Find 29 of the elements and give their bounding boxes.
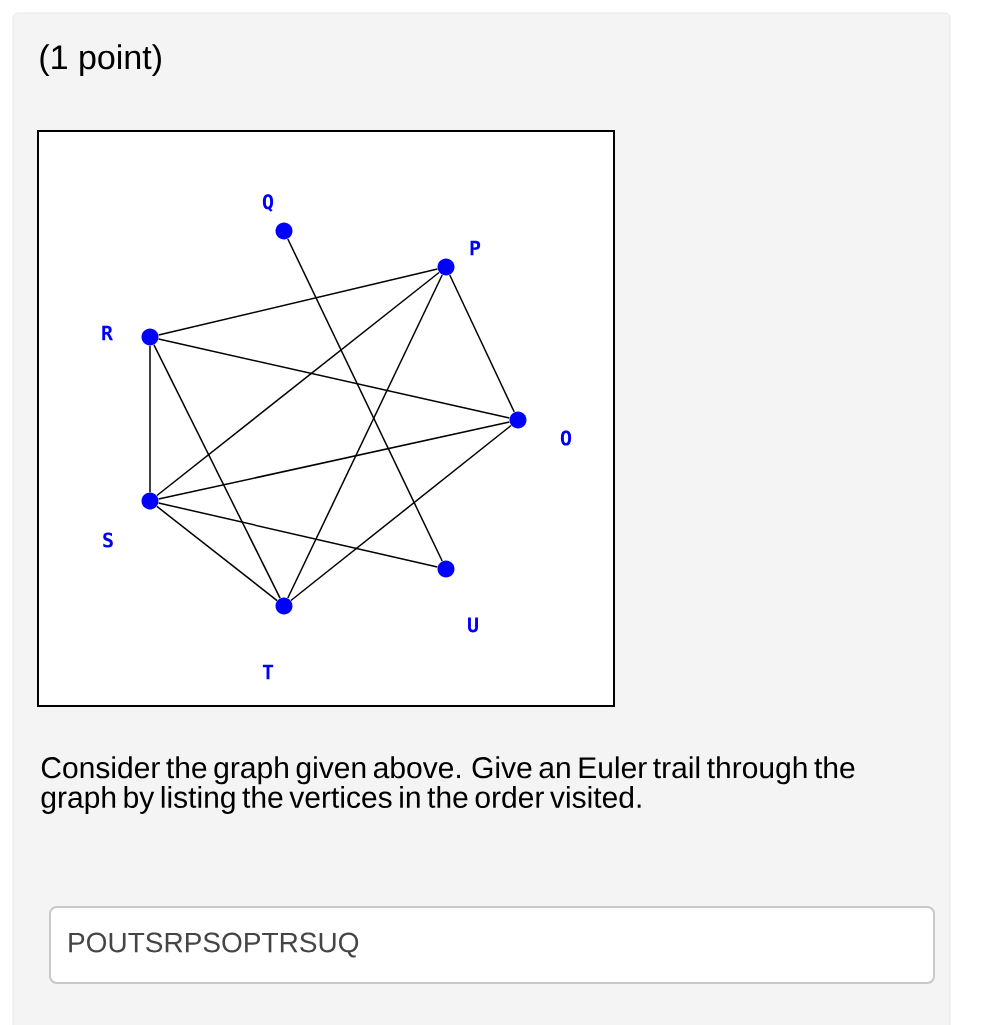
graph-edge bbox=[149, 345, 151, 493]
vertex-label: Q bbox=[262, 194, 274, 212]
graph-edge bbox=[157, 421, 511, 500]
vertex-label: T bbox=[262, 664, 274, 680]
vertex-dot bbox=[141, 328, 159, 346]
vertex-label: R bbox=[102, 325, 114, 341]
vertex-label: P bbox=[470, 240, 481, 256]
graph-edge bbox=[287, 274, 443, 599]
graph-edge bbox=[156, 271, 440, 497]
question-text: Consider the graph given above. Give an Euler trail through the graph by listing the vertices in the order visited. bbox=[41, 756, 855, 814]
vertex-dot bbox=[275, 597, 293, 615]
points-heading: (1 point) bbox=[40, 44, 161, 77]
vertex-dot bbox=[437, 258, 455, 276]
graph-edge bbox=[449, 274, 515, 413]
answer-field: POUTSRPSOPTRSUQ bbox=[49, 906, 935, 984]
graph-edge bbox=[157, 268, 439, 336]
vertex-dot bbox=[437, 560, 455, 578]
vertex-dot bbox=[141, 492, 159, 510]
graph-edge bbox=[153, 344, 281, 599]
graph-edge bbox=[157, 502, 439, 568]
vertex-dot bbox=[275, 222, 293, 240]
vertex-label: U bbox=[468, 617, 478, 633]
vertex-label: O bbox=[560, 430, 572, 446]
graph-edge bbox=[156, 505, 278, 602]
graph-edge bbox=[290, 424, 512, 602]
vertex-label: S bbox=[103, 532, 113, 548]
vertex-dot bbox=[509, 411, 527, 429]
graph-edge bbox=[157, 338, 511, 419]
graph-edge bbox=[287, 238, 443, 562]
